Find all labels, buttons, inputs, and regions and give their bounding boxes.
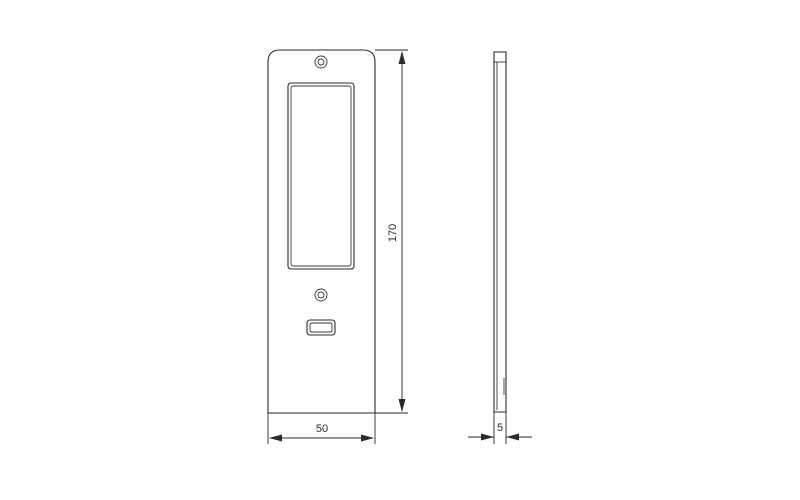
width-dimension: 50: [267, 413, 376, 444]
height-label: 170: [387, 224, 399, 242]
front-view: [267, 49, 376, 414]
plate-outline: [267, 49, 376, 414]
top-screw-hole: [314, 55, 328, 69]
height-arrow-bottom: [398, 399, 406, 412]
width-arrow-left: [269, 434, 282, 442]
width-label: 50: [316, 423, 328, 435]
thickness-label: 5: [497, 422, 503, 434]
lower-screw-hole: [314, 288, 328, 302]
side-view: [493, 51, 507, 413]
height-arrow-top: [398, 51, 406, 64]
thickness-arrow-left: [481, 433, 494, 441]
side-profile: [493, 51, 507, 413]
width-arrow-right: [361, 434, 374, 442]
thickness-dimension: 5: [468, 412, 532, 444]
height-dimension: 170: [375, 49, 408, 414]
thickness-arrow-right: [506, 433, 519, 441]
display-window: [287, 82, 355, 270]
button-cutout: [306, 319, 336, 336]
